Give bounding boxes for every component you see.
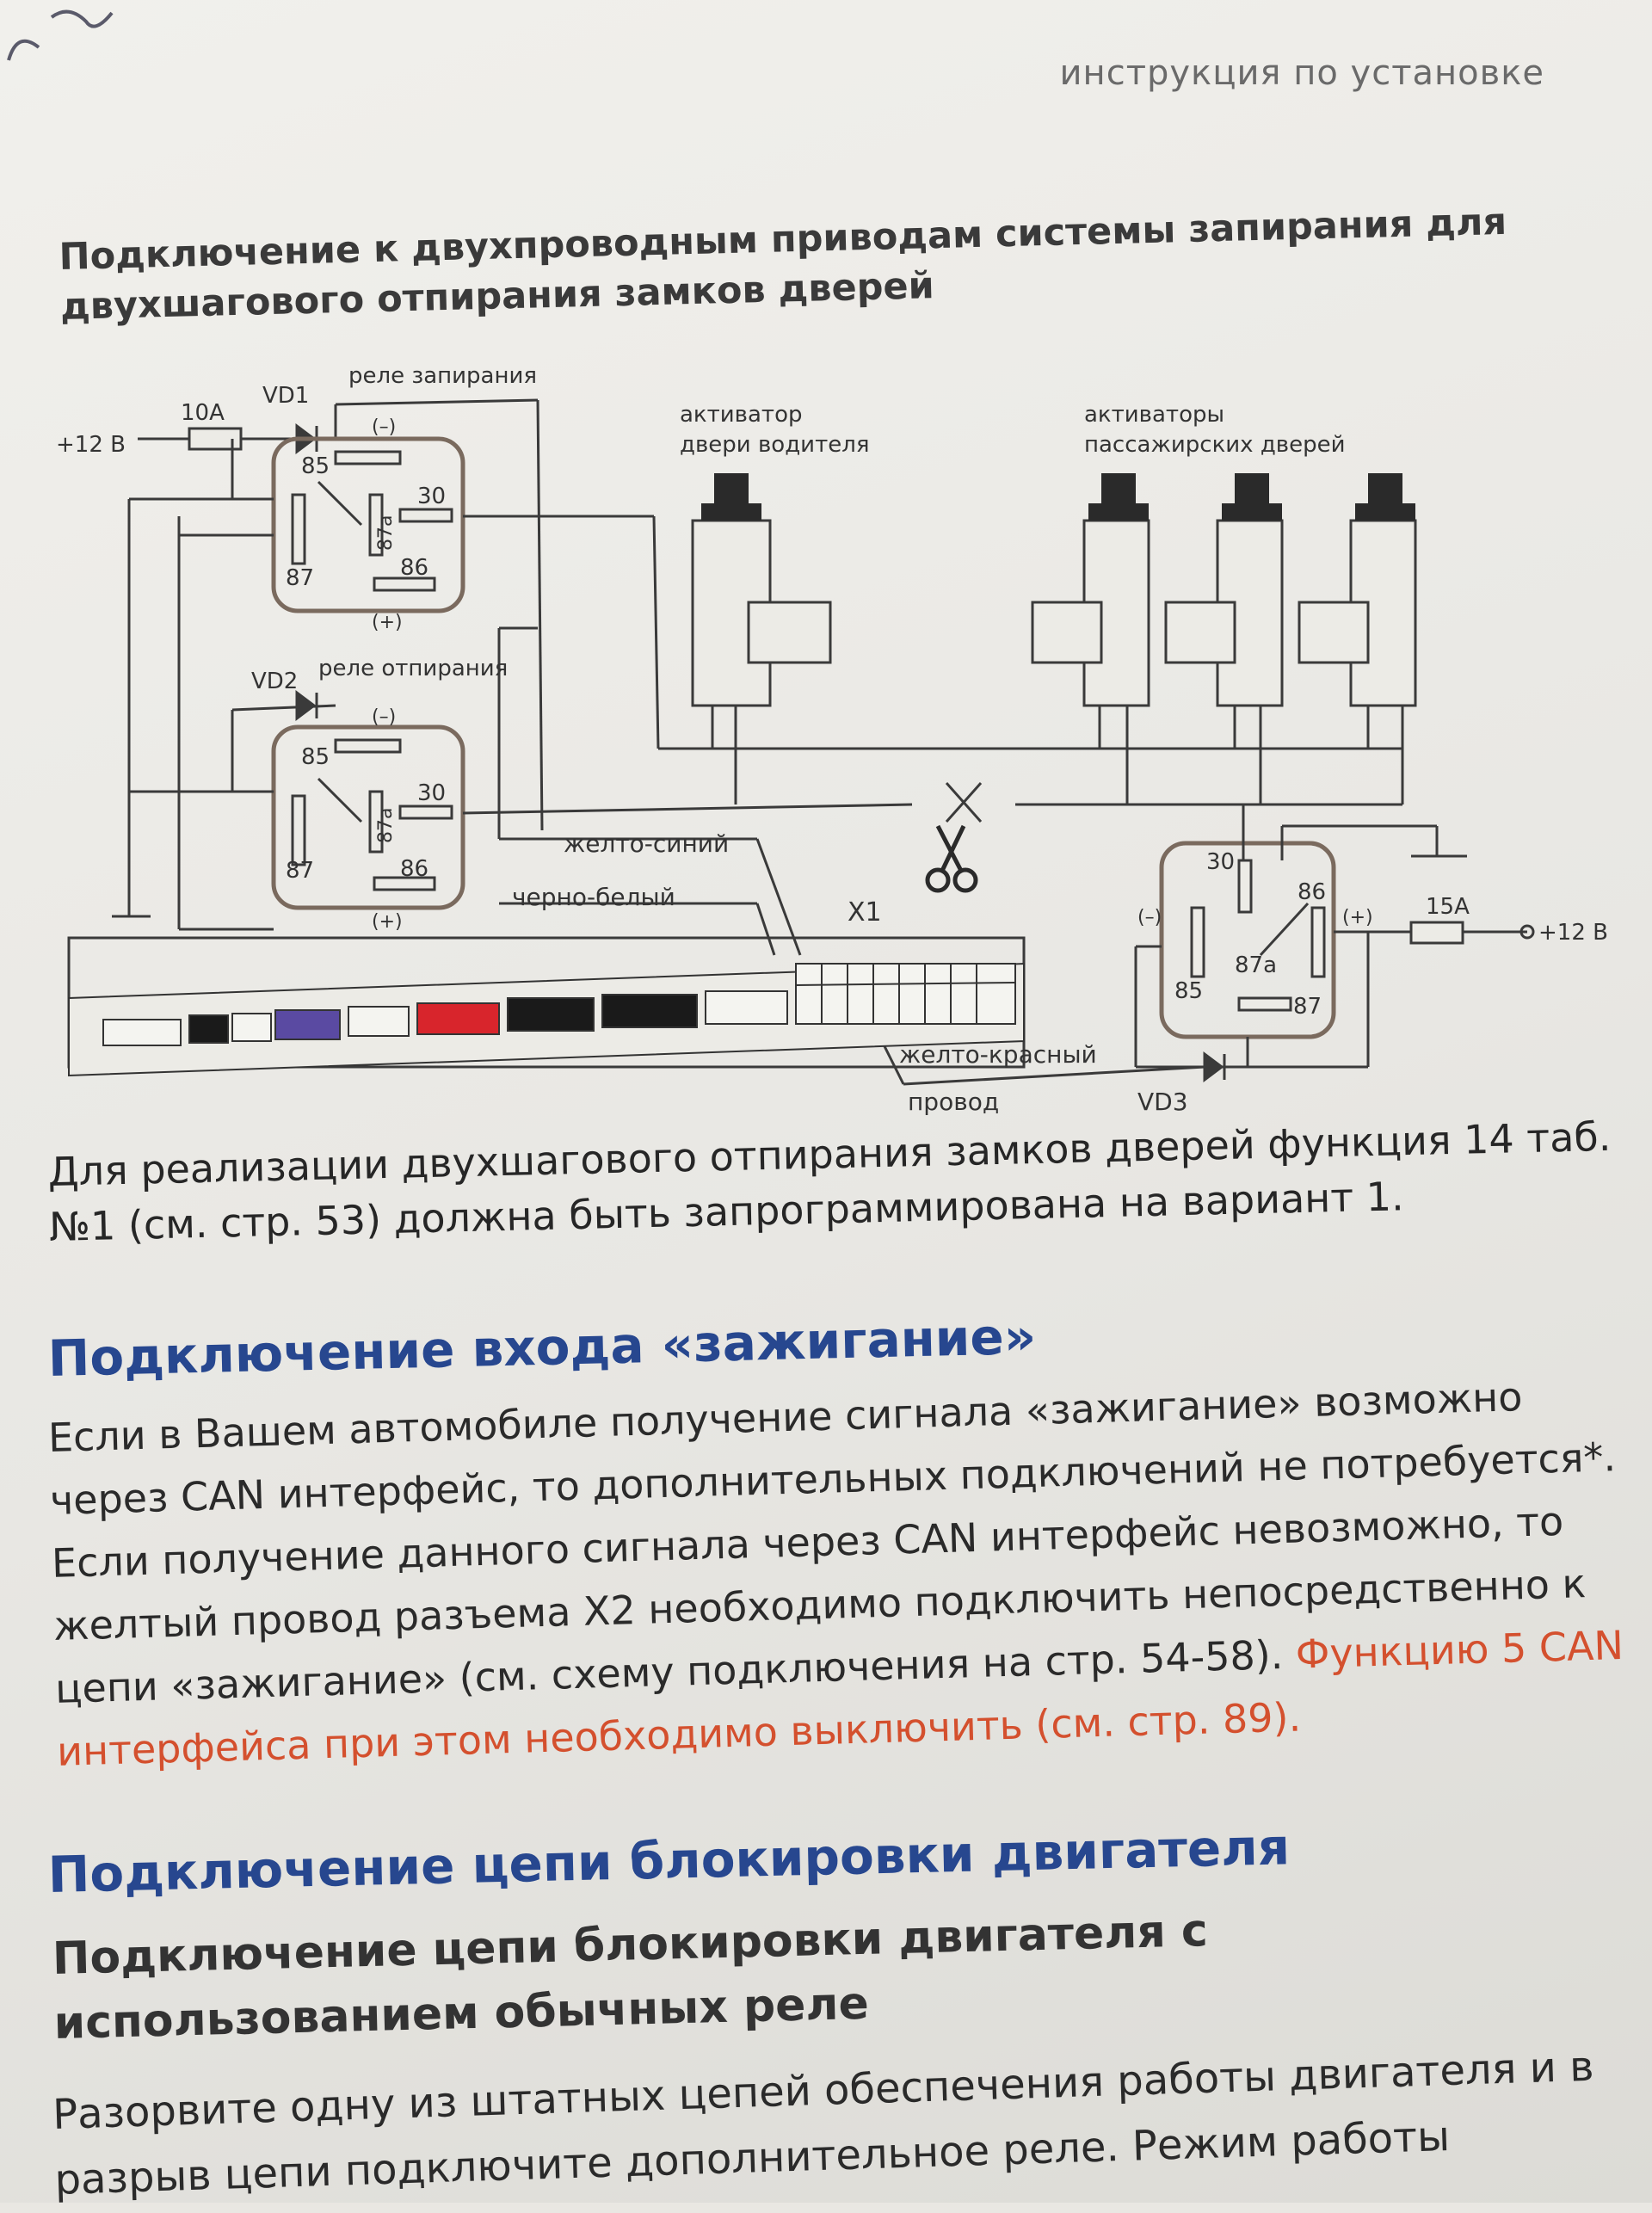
heading-engine-block: Подключение цепи блокировки двигателя xyxy=(47,1817,1291,1904)
label-minus-2: (–) xyxy=(372,706,396,728)
label-connector-x1: X1 xyxy=(848,897,882,928)
label-vd2: VD2 xyxy=(251,669,298,694)
label-pin86-2: 86 xyxy=(400,856,428,882)
engine-body: Разорвите одну из штатных цепей обеспече… xyxy=(52,2042,1595,2204)
label-pin87-2: 87 xyxy=(286,858,314,884)
label-pin85-2: 85 xyxy=(301,744,330,770)
label-plus-1: (+) xyxy=(372,612,403,633)
wiring-diagram-svg: 10A VD1 реле запирания +12 В (–) 85 87a … xyxy=(56,363,1608,1116)
label-plus12-left: +12 В xyxy=(56,432,126,458)
label-pin30-2: 30 xyxy=(417,780,446,806)
wiring-diagram: 10A VD1 реле запирания +12 В (–) 85 87a … xyxy=(52,344,1626,1144)
label-wire-black-white: черно-белый xyxy=(512,883,675,911)
label-unlock-relay: реле отпирания xyxy=(318,656,508,681)
label-wire-yellow-blue: желто-синий xyxy=(564,829,729,858)
label-vd3: VD3 xyxy=(1137,1088,1188,1116)
label-pin85-1: 85 xyxy=(301,453,330,479)
label-passenger-activators-2: пассажирских дверей xyxy=(1084,432,1346,458)
label-plus12-right: +12 В xyxy=(1538,920,1608,946)
ignition-body: Если в Вашем автомобиле получение сигнал… xyxy=(47,1362,1652,1784)
label-relay3-85: 85 xyxy=(1174,978,1203,1004)
label-passenger-activators-1: активаторы xyxy=(1084,402,1224,428)
running-header: инструкция по установке xyxy=(1059,53,1544,93)
label-fuse-15a: 15A xyxy=(1426,894,1470,920)
label-pin87a-2: 87a xyxy=(375,808,397,843)
label-driver-activator-2: двери водителя xyxy=(680,432,869,458)
label-relay3-minus: (–) xyxy=(1137,907,1162,928)
label-pin86-1: 86 xyxy=(400,555,428,581)
label-relay3-87: 87 xyxy=(1293,994,1322,1020)
label-pin87-1: 87 xyxy=(286,565,314,591)
label-wire-yellow-red: желто-красный xyxy=(899,1040,1097,1069)
label-lock-relay: реле запирания xyxy=(348,363,537,389)
label-minus-1: (–) xyxy=(372,416,396,438)
label-fuse-10a: 10A xyxy=(181,400,225,426)
label-relay3-plus: (+) xyxy=(1342,907,1373,928)
diagram-title: Подключение к двухпроводным приводам сис… xyxy=(59,200,1507,329)
label-plus-2: (+) xyxy=(372,911,403,933)
label-driver-activator-1: активатор xyxy=(680,402,803,428)
label-relay3-86: 86 xyxy=(1298,879,1326,905)
pen-scribble xyxy=(7,9,114,61)
label-relay3-87a: 87a xyxy=(1235,952,1277,978)
label-pin87a-1: 87a xyxy=(375,515,397,551)
label-vd1: VD1 xyxy=(262,383,309,409)
label-relay3-30: 30 xyxy=(1206,849,1235,875)
subheading-engine-block: Подключение цепи блокировки двигателя с … xyxy=(52,1905,1209,2050)
label-wire-word: провод xyxy=(908,1088,999,1116)
label-pin30-1: 30 xyxy=(417,484,446,509)
